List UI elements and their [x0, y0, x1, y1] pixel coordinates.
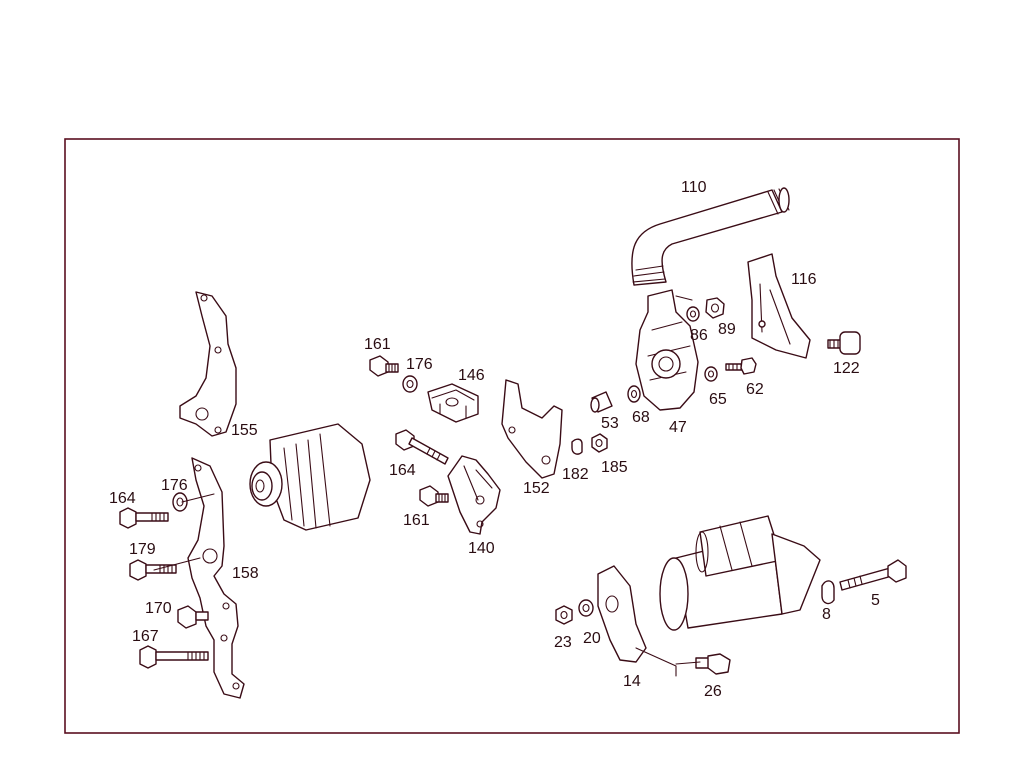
part-65-washer[interactable]	[704, 366, 718, 382]
callout-89: 89	[718, 321, 736, 338]
part-62-bolt[interactable]	[725, 357, 757, 375]
callout-179: 179	[129, 541, 156, 558]
part-140-bracket[interactable]	[447, 455, 501, 535]
part-185-nut[interactable]	[591, 433, 608, 453]
part-116-bracket[interactable]	[747, 253, 811, 359]
part-5-bolt[interactable]	[839, 559, 907, 591]
callout-47: 47	[669, 419, 687, 436]
callout-164-center: 164	[389, 462, 416, 479]
part-122-plug[interactable]	[827, 331, 861, 355]
leader-lines	[153, 295, 701, 665]
callout-167: 167	[132, 628, 159, 645]
part-26-plug[interactable]	[695, 653, 731, 675]
part-47-housing[interactable]	[635, 289, 699, 411]
callout-176-left: 176	[161, 477, 188, 494]
part-14-plate[interactable]	[597, 565, 677, 677]
part-86-washer[interactable]	[686, 306, 700, 322]
part-23-nut[interactable]	[555, 605, 573, 625]
part-53-sleeve[interactable]	[590, 391, 613, 413]
part-146-mount[interactable]	[427, 383, 479, 423]
part-8-spacer[interactable]	[821, 580, 835, 605]
part-182-spacer[interactable]	[571, 438, 583, 455]
callout-116: 116	[791, 271, 817, 288]
callout-182: 182	[562, 466, 589, 483]
part-155-bracket[interactable]	[179, 291, 237, 437]
part-158-bracket[interactable]	[187, 457, 245, 699]
callout-23: 23	[554, 634, 572, 651]
callout-86: 86	[690, 327, 708, 344]
part-167-bolt[interactable]	[139, 645, 209, 669]
callout-122: 122	[833, 360, 860, 377]
callout-20: 20	[583, 630, 601, 647]
callout-152: 152	[523, 480, 550, 497]
callout-176-upper: 176	[406, 356, 433, 373]
callout-5: 5	[871, 592, 880, 609]
part-110-pipe[interactable]	[631, 187, 790, 286]
callout-155: 155	[231, 422, 258, 439]
callout-62: 62	[746, 381, 764, 398]
callout-140: 140	[468, 540, 495, 557]
part-68-washer[interactable]	[627, 385, 641, 403]
starter-motor[interactable]	[659, 515, 821, 631]
part-170-bolt[interactable]	[177, 605, 209, 629]
part-179-bolt[interactable]	[129, 559, 177, 581]
part-161-bolt-upper[interactable]	[369, 355, 399, 377]
callout-164-left: 164	[109, 490, 136, 507]
part-89-nut[interactable]	[705, 297, 725, 319]
callout-170: 170	[145, 600, 172, 617]
part-161-bolt-lower[interactable]	[419, 485, 449, 507]
callout-14: 14	[623, 673, 641, 690]
callout-158: 158	[232, 565, 259, 582]
callout-53: 53	[601, 415, 619, 432]
callout-labels: 110 116 86 89 122 62 65 47 68 53 185 182…	[109, 179, 880, 700]
callout-110: 110	[681, 179, 707, 196]
callout-161-lower: 161	[403, 512, 430, 529]
part-176-spacer-left[interactable]	[172, 492, 188, 512]
callout-26: 26	[704, 683, 722, 700]
alternator[interactable]	[249, 423, 371, 531]
callout-161-upper: 161	[364, 336, 391, 353]
part-164-bolt-left[interactable]	[119, 507, 169, 529]
callout-185: 185	[601, 459, 628, 476]
part-176-spacer-upper[interactable]	[402, 375, 418, 393]
callout-146: 146	[458, 367, 485, 384]
callout-68: 68	[632, 409, 650, 426]
part-20-washer[interactable]	[578, 599, 594, 617]
part-164-bolt-center[interactable]	[395, 429, 449, 465]
callout-8: 8	[822, 606, 831, 623]
part-152-bracket[interactable]	[501, 379, 563, 479]
diagram-frame	[64, 138, 960, 734]
callout-65: 65	[709, 391, 727, 408]
